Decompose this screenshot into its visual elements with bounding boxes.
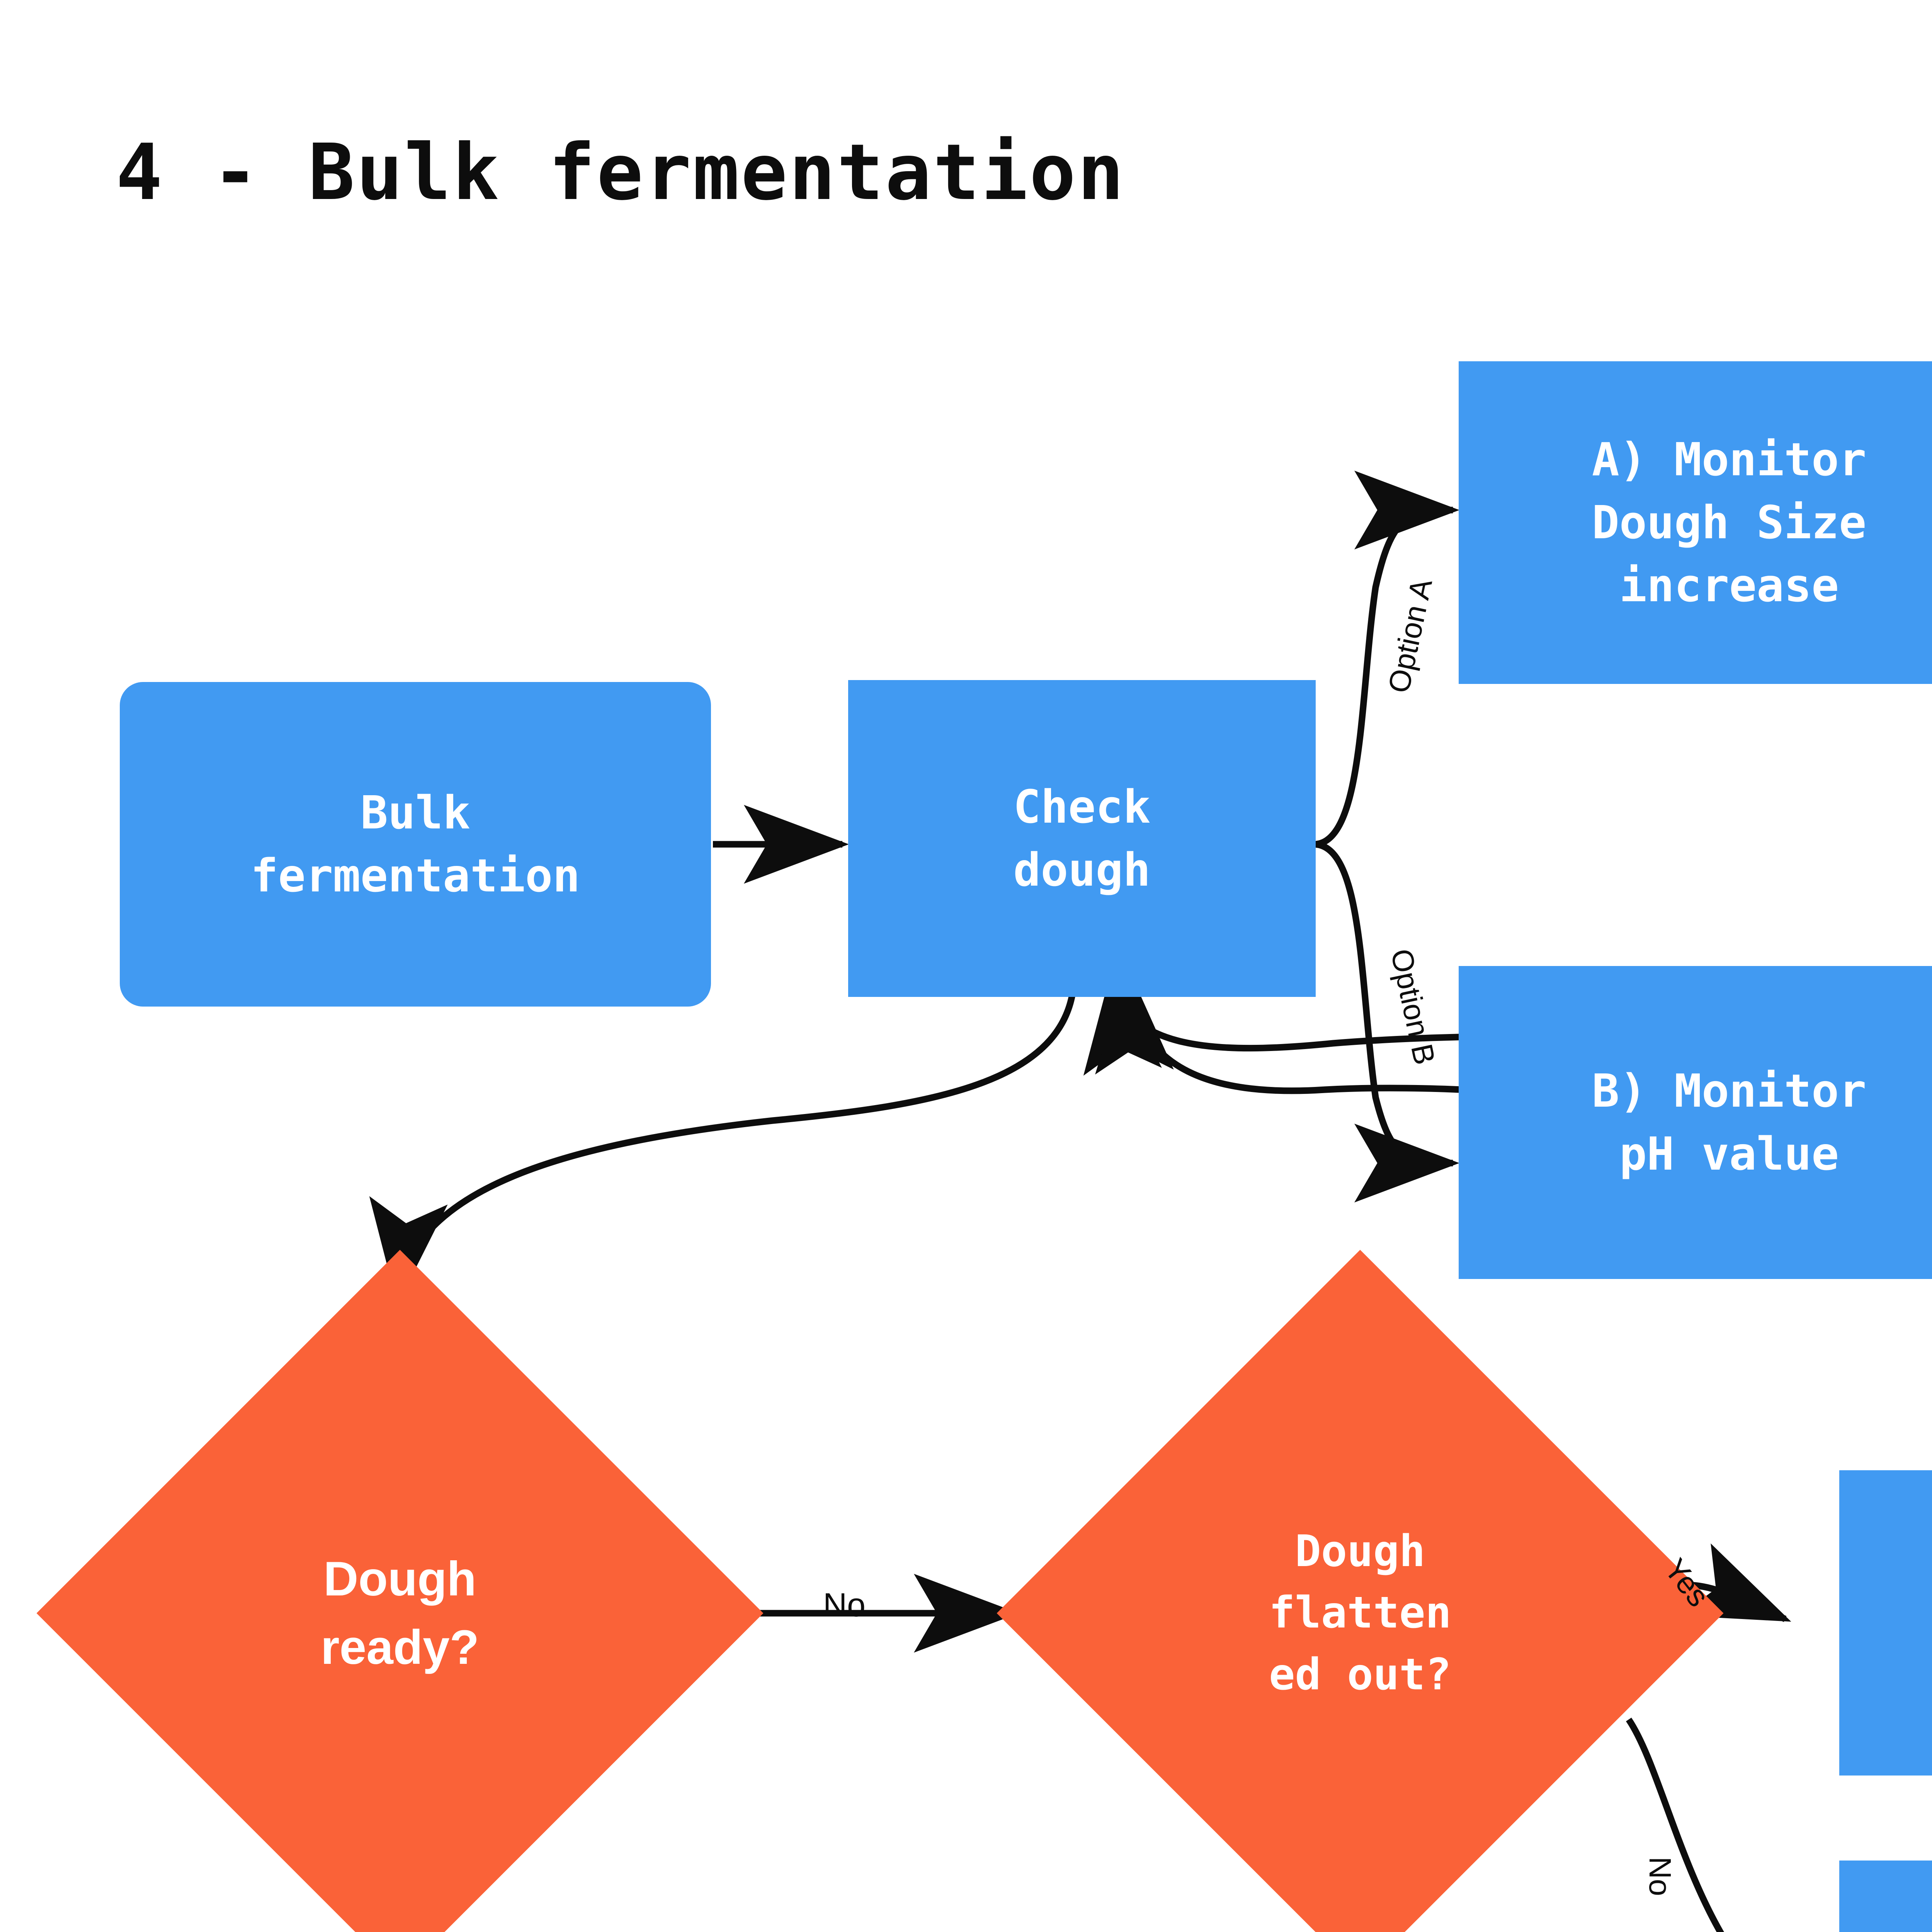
node-bulk-fermentation[interactable]: Bulk fermentation <box>120 682 711 1007</box>
node-wait-60-minutes[interactable]: Wait 60 minutes <box>1839 1861 1932 1932</box>
node-dough-flattened[interactable]: Dough flatten ed out? <box>997 1250 1724 1932</box>
node-check-dough-label: Check dough <box>1013 780 1151 896</box>
node-option-b-label: B) Monitor pH value <box>1592 1064 1867 1180</box>
edge-label-option-b: Option B <box>1384 946 1442 1068</box>
node-dough-flattened-label: Dough flatten ed out? <box>1269 1526 1451 1700</box>
node-option-b[interactable]: B) Monitor pH value <box>1459 966 1932 1279</box>
edge-check-to-ready <box>369 973 1078 1305</box>
page-title: 4 - Bulk fermentation <box>116 128 1126 218</box>
edge-flattened-no-to-wait <box>1626 1718 1725 1932</box>
node-option-a-label: A) Monitor Dough Size increase <box>1592 433 1867 612</box>
node-option-a[interactable]: A) Monitor Dough Size increase <box>1459 361 1932 684</box>
node-stretch-and-fold[interactable]: Stretch and fold <box>1839 1470 1932 1776</box>
edge-label-flattened-no: No <box>1643 1856 1678 1896</box>
edge-label-option-a: Option A <box>1381 575 1439 696</box>
edge-check-to-optionB <box>1313 841 1459 1202</box>
edge-label-ready-no: No <box>823 1587 866 1624</box>
node-dough-ready[interactable]: Dough ready? <box>36 1250 764 1932</box>
node-dough-ready-label: Dough ready? <box>321 1552 479 1675</box>
node-check-dough[interactable]: Check dough <box>848 680 1316 997</box>
node-bulk-fermentation-label: Bulk fermentation <box>250 786 580 902</box>
